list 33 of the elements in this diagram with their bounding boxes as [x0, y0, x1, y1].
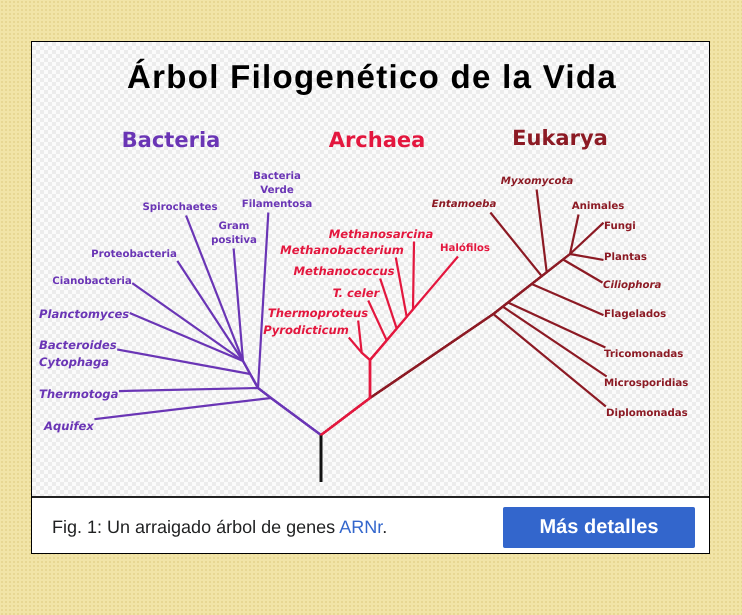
taxon-label: Planctomyces	[39, 307, 130, 321]
taxon-label: Proteobacteria	[91, 248, 177, 262]
domain-heading: Eukarya	[512, 126, 608, 150]
domain-heading: Bacteria	[122, 128, 220, 152]
taxon-label: Aquifex	[44, 419, 94, 433]
taxon-label: Methanosarcina	[328, 227, 434, 241]
taxon-label: Halófilos	[440, 242, 490, 256]
details-button: Más detalles	[503, 507, 695, 548]
taxon-label: Spirochaetes	[142, 201, 218, 215]
taxon-label: Diplomonadas	[606, 407, 688, 421]
taxon-label: Myxomycota	[500, 175, 574, 189]
taxon-label: T. celer	[332, 286, 380, 300]
taxon-label: Fungi	[604, 220, 636, 234]
taxon-label: Gram positiva	[211, 220, 257, 248]
taxon-label: Thermoproteus	[268, 306, 368, 320]
taxon-label: Animales	[572, 200, 624, 214]
figure-caption: Fig. 1: Un arraigado árbol de genes ARNr.	[52, 516, 388, 538]
taxon-label: Methanobacterium	[280, 243, 404, 257]
diagram-title: Árbol Filogenético de la Vida	[127, 58, 617, 96]
taxon-label: Bacteria Verde Filamentosa	[242, 170, 312, 212]
taxon-label: Methanococcus	[294, 264, 394, 278]
domain-heading: Archaea	[328, 128, 426, 152]
taxon-label: Plantas	[604, 251, 647, 265]
taxon-label: Flagelados	[604, 308, 666, 322]
taxon-label: Thermotoga	[39, 387, 118, 401]
taxon-label: Entamoeba	[432, 198, 496, 212]
taxon-label: Tricomonadas	[604, 348, 684, 362]
taxon-label: Bacteroides Cytophaga	[39, 337, 117, 371]
taxon-label: Pyrodicticum	[263, 323, 349, 337]
taxon-label: Cianobacteria	[52, 275, 132, 289]
taxon-label: Microsporidias	[604, 377, 688, 391]
link: ARNr	[339, 517, 382, 537]
taxon-label: Ciliophora	[603, 279, 662, 293]
